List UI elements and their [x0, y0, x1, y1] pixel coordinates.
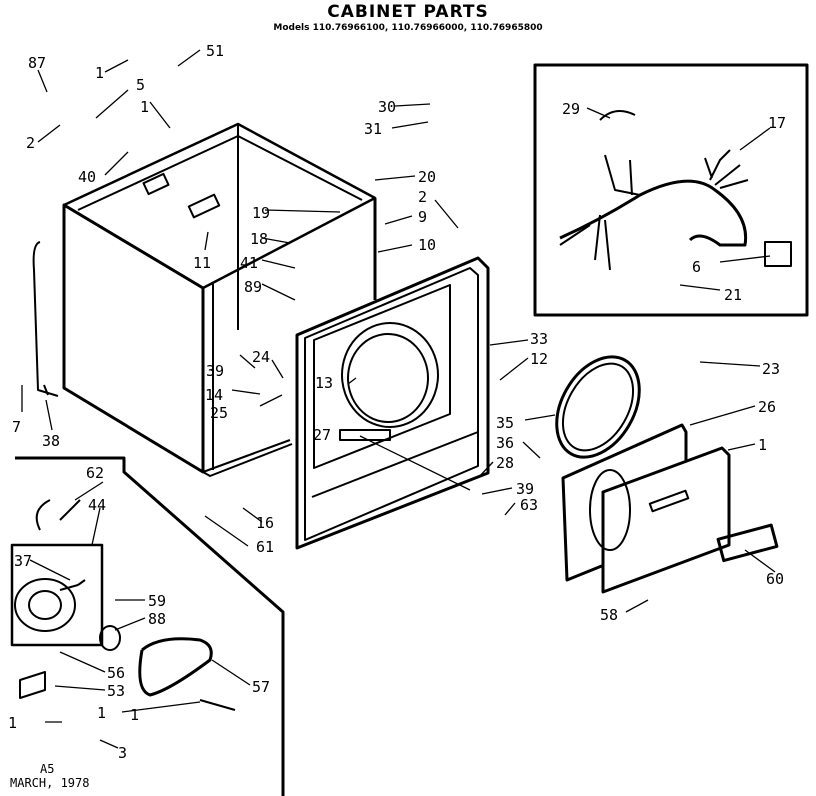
callout-7: 7	[12, 418, 21, 436]
callout-39: 39	[516, 480, 534, 498]
wiring-harness-box	[533, 63, 809, 317]
callout-30: 30	[378, 98, 396, 116]
callout-2: 2	[418, 188, 427, 206]
callout-28: 28	[496, 454, 514, 472]
callout-12: 12	[530, 350, 548, 368]
callout-29: 29	[562, 100, 580, 118]
callout-58: 58	[600, 606, 618, 624]
callout-25: 25	[210, 404, 228, 422]
callout-6: 6	[692, 258, 701, 276]
drive-motor	[14, 499, 236, 711]
callout-3: 3	[118, 744, 127, 762]
callout-51: 51	[206, 42, 224, 60]
callout-27: 27	[313, 426, 331, 444]
callout-1: 1	[8, 714, 17, 732]
callout-5: 5	[136, 76, 145, 94]
door-seal	[555, 355, 641, 459]
motor-inset-frame	[15, 456, 285, 796]
callout-13: 13	[315, 374, 333, 392]
callout-60: 60	[766, 570, 784, 588]
callout-18: 18	[250, 230, 268, 248]
callout-31: 31	[364, 120, 382, 138]
callout-1: 1	[95, 64, 104, 82]
callout-40: 40	[78, 168, 96, 186]
callout-63: 63	[520, 496, 538, 514]
callout-61: 61	[256, 538, 274, 556]
callout-1: 1	[140, 98, 149, 116]
callout-9: 9	[418, 208, 427, 226]
callout-24: 24	[252, 348, 270, 366]
callout-23: 23	[762, 360, 780, 378]
callout-37: 37	[14, 552, 32, 570]
callout-53: 53	[107, 682, 125, 700]
front-panel	[295, 256, 490, 550]
models-line: Models 110.76966100, 110.76966000, 110.7…	[273, 23, 543, 33]
footer-date: MARCH, 1978	[10, 776, 90, 790]
callout-16: 16	[256, 514, 274, 532]
cabinet-body	[32, 122, 377, 477]
callout-41: 41	[240, 254, 258, 272]
callout-19: 19	[252, 204, 270, 222]
callout-87: 87	[28, 54, 46, 72]
callout-1: 1	[130, 706, 139, 724]
door-assembly	[561, 423, 779, 594]
callout-14: 14	[205, 386, 223, 404]
callout-36: 36	[496, 434, 514, 452]
motor-subframe	[10, 543, 104, 647]
callout-39: 39	[206, 362, 224, 380]
callout-56: 56	[107, 664, 125, 682]
callout-21: 21	[724, 286, 742, 304]
callout-44: 44	[88, 496, 106, 514]
callout-35: 35	[496, 414, 514, 432]
callout-38: 38	[42, 432, 60, 450]
callout-20: 20	[418, 168, 436, 186]
callout-62: 62	[86, 464, 104, 482]
callout-59: 59	[148, 592, 166, 610]
callout-88: 88	[148, 610, 166, 628]
callout-17: 17	[768, 114, 786, 132]
callout-57: 57	[252, 678, 270, 696]
callout-89: 89	[244, 278, 262, 296]
callout-11: 11	[193, 254, 211, 272]
callout-1: 1	[758, 436, 767, 454]
page-title: CABINET PARTS	[327, 2, 489, 22]
callout-1: 1	[97, 704, 106, 722]
leader-lines	[21, 49, 776, 749]
callout-26: 26	[758, 398, 776, 416]
callout-10: 10	[418, 236, 436, 254]
footer-code: A5	[40, 762, 55, 776]
wiring-harness	[559, 110, 792, 271]
callout-33: 33	[530, 330, 548, 348]
callout-2: 2	[26, 134, 35, 152]
